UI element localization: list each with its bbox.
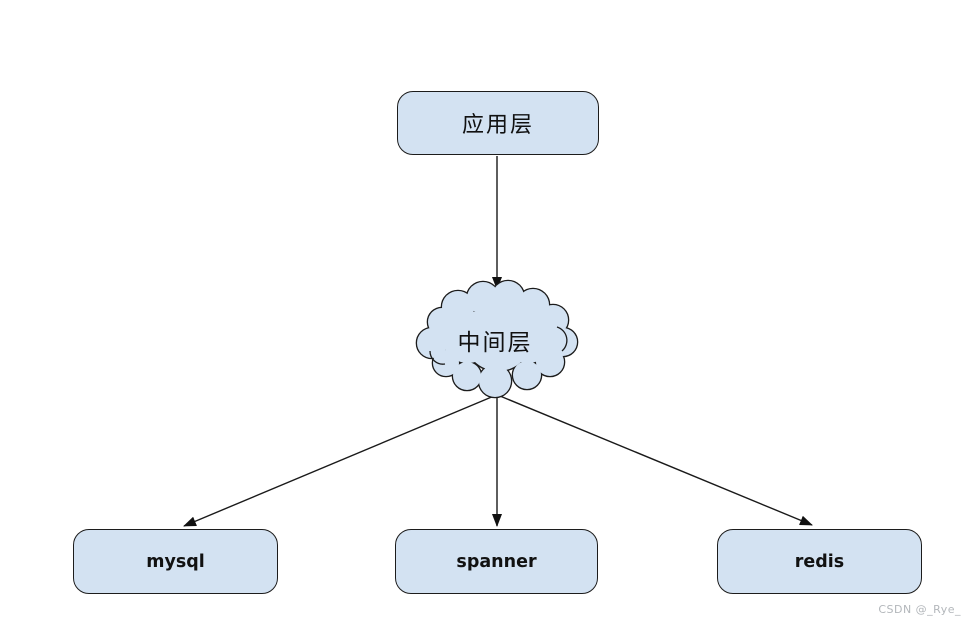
node-redis: redis bbox=[717, 529, 922, 594]
node-middle-layer-label: 中间层 bbox=[457, 330, 533, 356]
node-mysql-label: mysql bbox=[146, 551, 205, 572]
edge-middle-to-mysql bbox=[183, 395, 495, 527]
node-spanner: spanner bbox=[395, 529, 598, 594]
node-app-layer: 应用层 bbox=[397, 91, 599, 155]
node-app-layer-label: 应用层 bbox=[461, 113, 534, 138]
middle-layer-cloud bbox=[415, 279, 579, 399]
node-redis-label: redis bbox=[794, 551, 845, 572]
edge-middle-to-redis bbox=[499, 395, 813, 526]
csdn-watermark: CSDN @_Rye_ bbox=[878, 603, 961, 616]
node-mysql: mysql bbox=[73, 529, 278, 594]
node-spanner-label: spanner bbox=[456, 551, 537, 572]
